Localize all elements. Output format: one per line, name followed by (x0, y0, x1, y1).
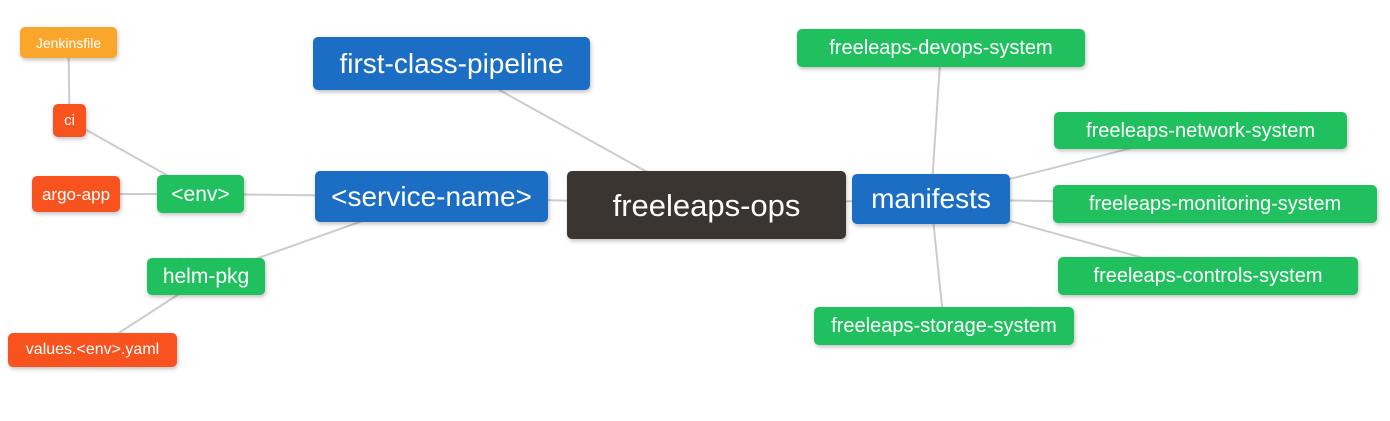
node-label: Jenkinsfile (35, 34, 102, 51)
node-label: freeleaps-devops-system (829, 37, 1053, 59)
node-jenkinsfile[interactable]: Jenkinsfile (20, 27, 117, 58)
node-freeleaps-devops-system[interactable]: freeleaps-devops-system (797, 29, 1085, 67)
node-values-env-yaml[interactable]: values.<env>.yaml (8, 333, 177, 367)
node-label: first-class-pipeline (339, 47, 564, 79)
node-argo-app[interactable]: argo-app (32, 176, 120, 212)
node-freeleaps-network-system[interactable]: freeleaps-network-system (1054, 112, 1347, 149)
node-freeleaps-ops[interactable]: freeleaps-ops (567, 171, 846, 239)
node-freeleaps-monitoring-system[interactable]: freeleaps-monitoring-system (1053, 185, 1377, 223)
node-env[interactable]: <env> (157, 175, 244, 213)
node-label: freeleaps-ops (612, 187, 801, 223)
node-manifests[interactable]: manifests (852, 174, 1010, 224)
node-label: ci (64, 112, 75, 129)
node-label: helm-pkg (162, 265, 250, 288)
node-label: <service-name> (331, 180, 532, 212)
node-helm-pkg[interactable]: helm-pkg (147, 258, 265, 295)
node-label: freeleaps-monitoring-system (1088, 193, 1342, 215)
node-label: freeleaps-storage-system (831, 315, 1057, 337)
node-label: freeleaps-controls-system (1093, 265, 1323, 287)
node-label: manifests (871, 183, 991, 214)
node-freeleaps-storage-system[interactable]: freeleaps-storage-system (814, 307, 1074, 345)
node-label: argo-app (41, 184, 111, 204)
node-freeleaps-controls-system[interactable]: freeleaps-controls-system (1058, 257, 1358, 295)
node-label: <env> (171, 182, 230, 206)
node-ci[interactable]: ci (53, 104, 86, 137)
edge-manifests--freeleaps-devops-system (930, 47, 942, 200)
node-label: freeleaps-network-system (1086, 119, 1315, 142)
node-label: values.<env>.yaml (25, 341, 160, 358)
node-first-class-pipeline[interactable]: first-class-pipeline (313, 37, 590, 90)
node-service-name[interactable]: <service-name> (315, 171, 548, 222)
